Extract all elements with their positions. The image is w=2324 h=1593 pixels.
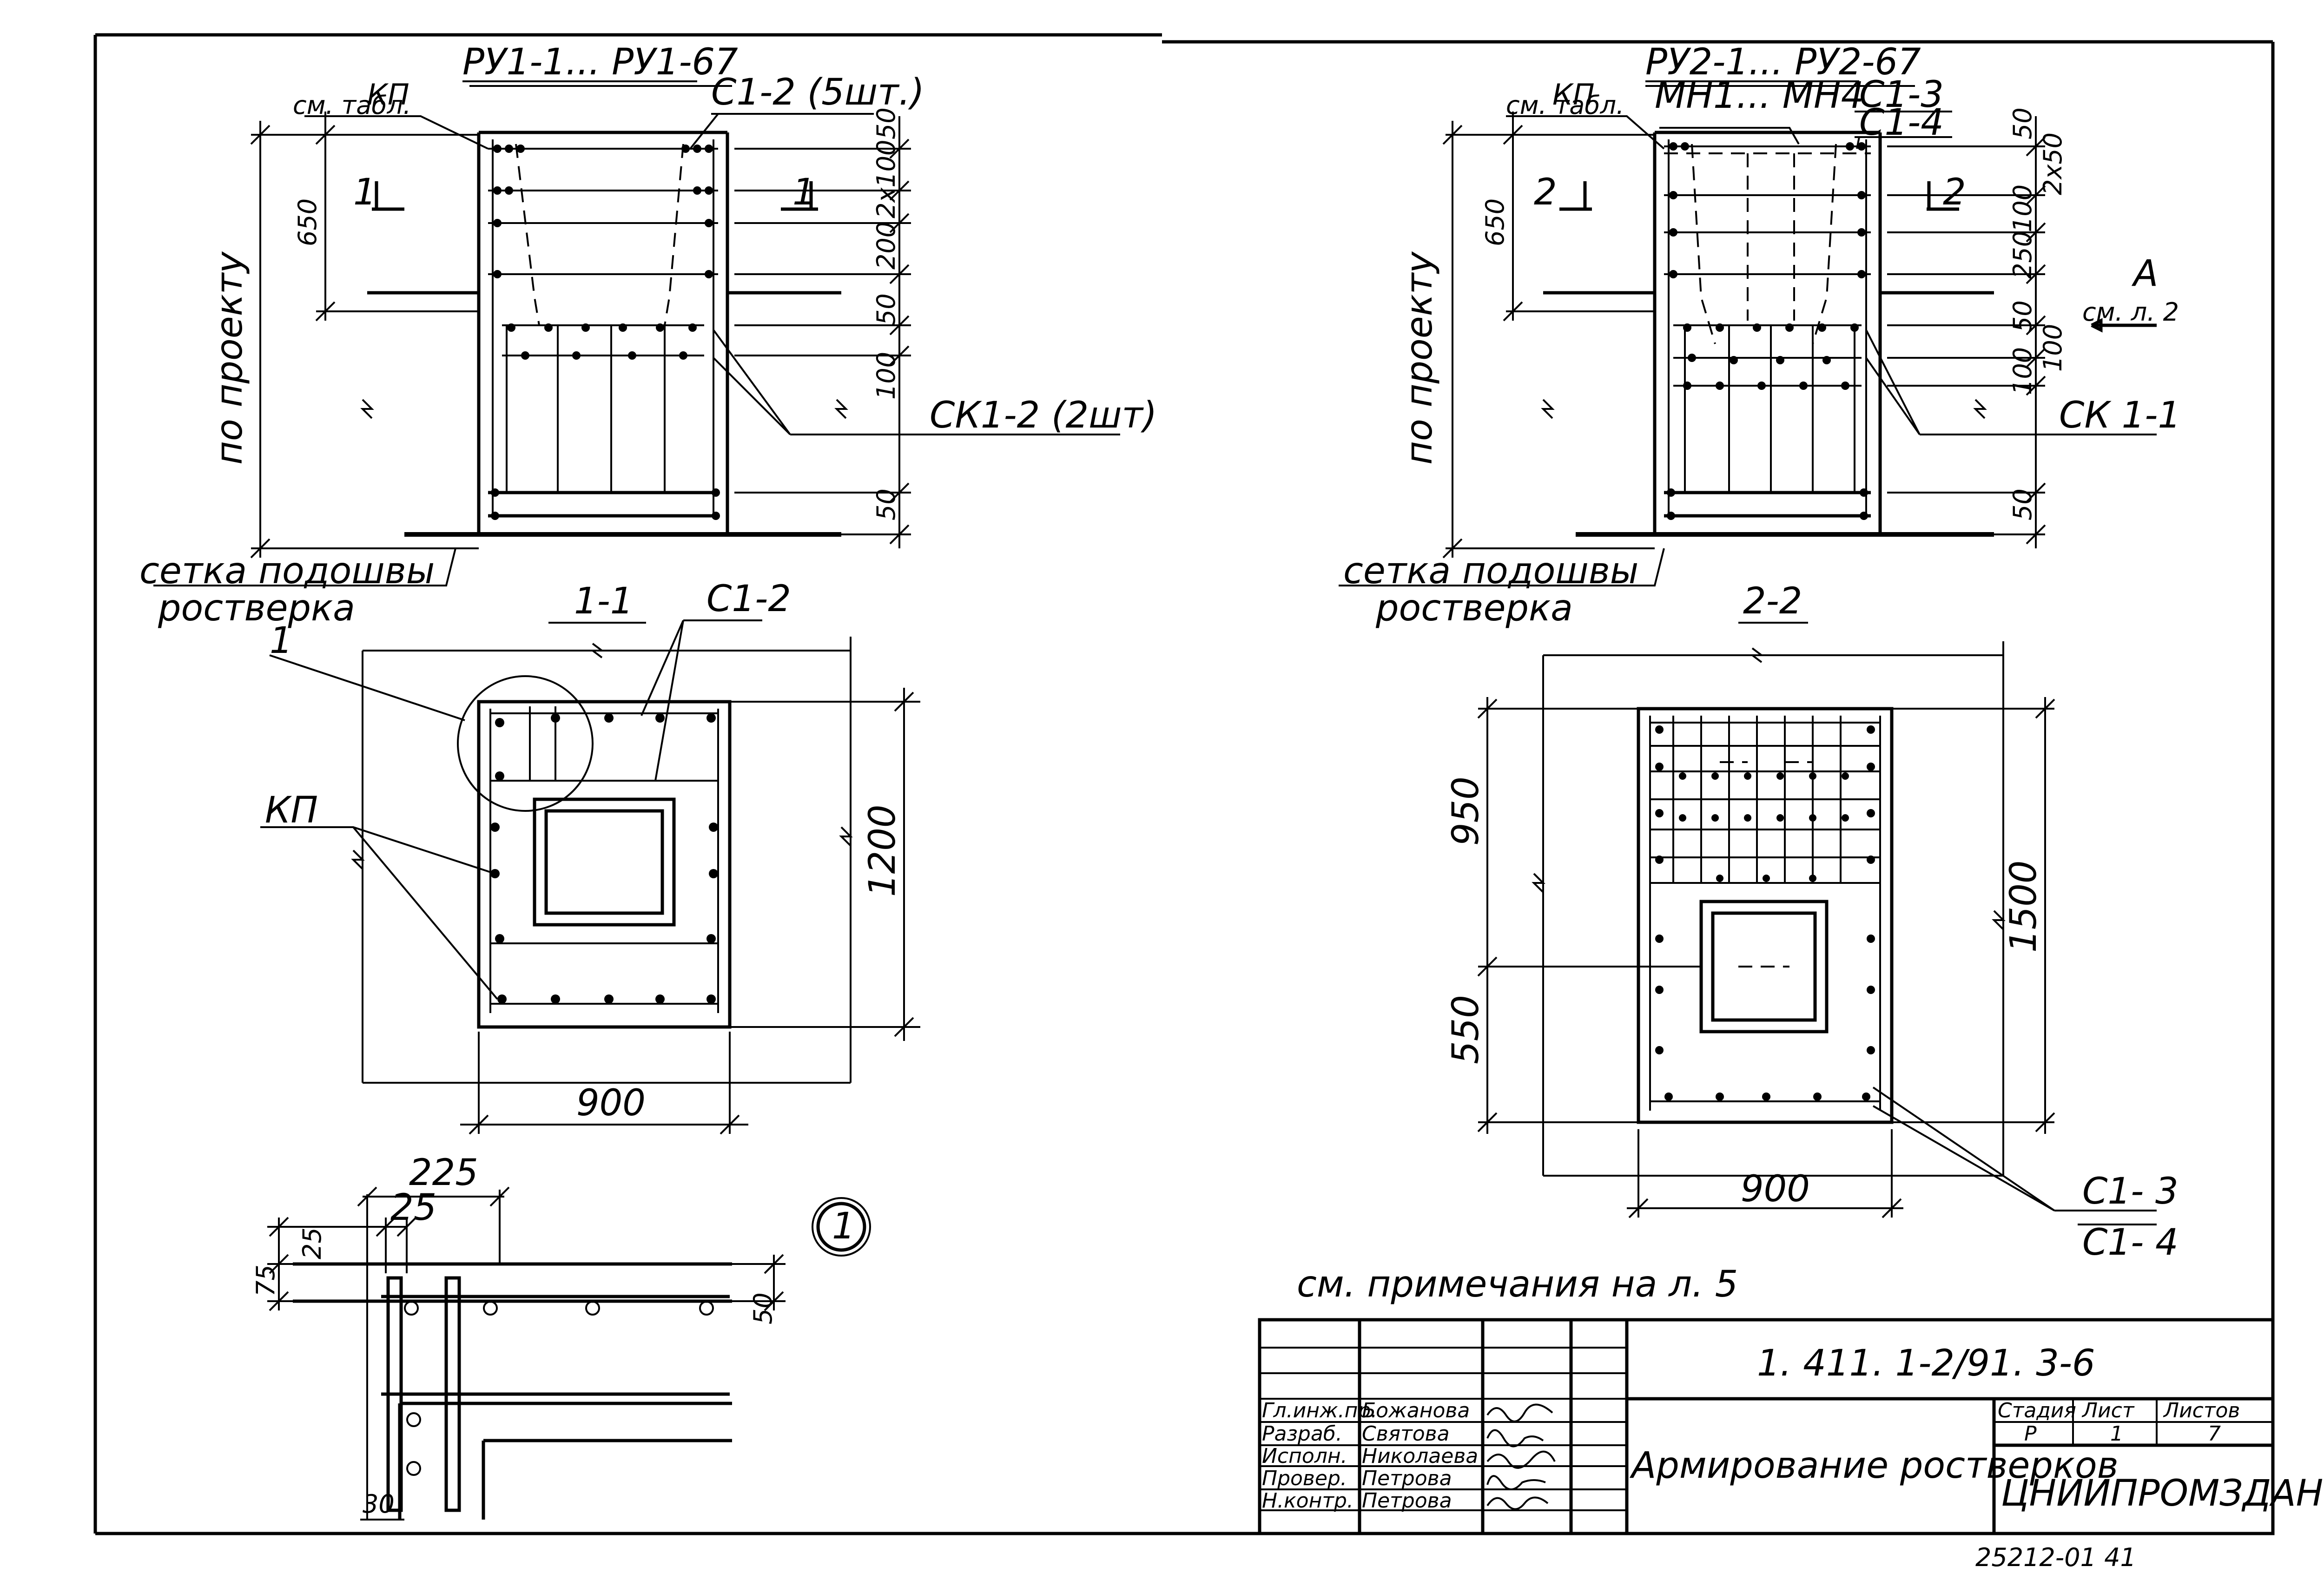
left-mesh: С1-2 (5шт.)	[711, 72, 924, 113]
person-5: Петрова	[1362, 1489, 1452, 1513]
role-4: Провер.	[1262, 1467, 1347, 1490]
right-title: РУ2-1... РУ2-67	[1645, 41, 1921, 83]
section-1-1	[260, 619, 920, 1135]
section2-dim-1500: 1500	[2003, 860, 2045, 953]
stage-header: Стадия	[1998, 1399, 2076, 1422]
right-dim-50b: 50	[2008, 300, 2037, 332]
sheet-value: 1	[2110, 1422, 2123, 1446]
sheets-header: Листов	[2163, 1399, 2240, 1422]
left-section-mark: 1	[353, 171, 376, 213]
left-dim-200: 200	[872, 222, 901, 270]
detail-dim-25a: 25	[297, 1227, 327, 1259]
sheets-value: 7	[2208, 1422, 2221, 1446]
left-dim-50c: 50	[872, 488, 901, 520]
section2-dim-900: 900	[1741, 1168, 1810, 1210]
left-dim-50a: 50	[872, 107, 901, 139]
note-text: см. примечания на л. 5	[1297, 1264, 1738, 1305]
section-1-1-labels: 1-1 С1-2 КП 1 1200 900	[265, 578, 904, 1124]
right-view-a: А	[2131, 253, 2158, 295]
signatures	[1486, 1403, 1556, 1510]
right-ck: СК 1-1	[2059, 395, 2181, 436]
right-mesh-b: С1-4	[1859, 102, 1944, 144]
section1-dim-900: 900	[576, 1082, 646, 1124]
organization: ЦНИИПРОМЗДАНИЙ	[2001, 1471, 2324, 1514]
right-dim-50a: 50	[2008, 107, 2037, 139]
section-2-2-labels: 2-2 950 550 1500 900 С1- 3 С1- 4	[1445, 580, 2179, 1264]
role-1: Гл.инж.пр.	[1262, 1399, 1377, 1422]
drawing-code: 1. 411. 1-2/91. 3-6	[1757, 1343, 2095, 1384]
right-dim-50c: 50	[2008, 488, 2037, 520]
detail-dim-25b: 25	[390, 1187, 436, 1229]
left-dim-2x100: 2х100	[872, 140, 901, 218]
person-4: Петрова	[1362, 1467, 1452, 1490]
section2-dim-950: 950	[1445, 777, 1487, 846]
right-mn: МН1... МН4	[1655, 75, 1864, 117]
detail-1	[267, 1186, 871, 1521]
left-sm-tabl: см. табл.	[293, 91, 411, 120]
left-section-mark-right: 1	[792, 171, 816, 213]
right-view-a-ref: см. л. 2	[2082, 297, 2179, 327]
right-dim-250: 250	[2008, 231, 2037, 279]
role-3: Исполн.	[1262, 1444, 1347, 1468]
detail-dim-225: 225	[409, 1152, 478, 1194]
section1-kp: КП	[265, 790, 318, 831]
detail-dim-75: 75	[251, 1264, 280, 1297]
section2-dim-550: 550	[1445, 995, 1487, 1064]
section1-mesh: С1-2	[706, 578, 791, 620]
sheet-header: Лист	[2081, 1399, 2135, 1422]
right-section-mark: 2	[1534, 171, 1557, 213]
person-3: Николаева	[1362, 1444, 1478, 1468]
right-dim-100b: 100	[2038, 324, 2067, 372]
right-sm-tabl: см. табл.	[1506, 91, 1624, 120]
detail-dim-30: 30	[363, 1489, 395, 1519]
right-dim-100a: 100	[2008, 184, 2037, 232]
detail-marker: 1	[832, 1205, 855, 1247]
section1-dim-1200: 1200	[862, 804, 904, 897]
left-dim-650: 650	[293, 198, 322, 246]
detail-dim-50: 50	[748, 1292, 778, 1324]
section1-title: 1-1	[574, 580, 633, 622]
left-title: РУ1-1... РУ1-67	[462, 41, 738, 83]
person-1: Божанова	[1362, 1399, 1470, 1422]
section2-mesh-b: С1- 4	[2082, 1222, 2179, 1264]
right-po-proektu: по проекту	[1399, 251, 1440, 465]
detail-1-labels: 225 25 25 75 50 30 1	[251, 1152, 855, 1519]
right-kp: КП	[1552, 78, 1595, 112]
right-elevation-labels: РУ2-1... РУ2-67 МН1... МН4 КП см. табл. …	[1343, 41, 2181, 629]
left-setka-line2: ростверка	[158, 587, 355, 629]
section2-mesh-a: С1- 3	[2082, 1171, 2179, 1212]
left-po-proektu: по проекту	[209, 251, 251, 465]
right-dim-650: 650	[1480, 198, 1510, 246]
left-elevation	[153, 85, 1120, 586]
sheet-frame	[93, 33, 2275, 1535]
title-block-text: 1. 411. 1-2/91. 3-6 Армирование ростверк…	[1262, 1343, 2324, 1572]
title-block	[1258, 1318, 2275, 1535]
right-setka-line2: ростверка	[1375, 587, 1573, 629]
person-2: Святова	[1362, 1422, 1450, 1446]
role-5: Н.контр.	[1262, 1489, 1353, 1513]
archive-number: 25212-01 41	[1975, 1543, 2136, 1572]
stage-value: Р	[2024, 1422, 2037, 1446]
section-2-2	[1477, 641, 2157, 1225]
section2-title: 2-2	[1743, 580, 1802, 622]
left-setka-line1: сетка подошвы	[139, 550, 435, 592]
right-setka-line1: сетка подошвы	[1343, 550, 1638, 592]
right-elevation	[1339, 85, 2157, 586]
left-ck: СК1-2 (2шт)	[930, 395, 1157, 436]
left-dim-50b: 50	[872, 293, 901, 325]
left-dim-100: 100	[872, 352, 901, 400]
role-2: Разраб.	[1262, 1422, 1342, 1446]
section1-callout: 1	[270, 620, 293, 662]
right-dim-100c: 100	[2008, 347, 2037, 395]
left-elevation-labels: РУ1-1... РУ1-67 КП см. табл. С1-2 (5шт.)…	[139, 41, 1157, 629]
right-section-mark-right: 2	[1943, 171, 1966, 213]
right-mesh-a: С1-3	[1859, 74, 1944, 116]
right-dim-2x50: 2х50	[2038, 132, 2067, 195]
drawing-name: Армирование ростверков	[1629, 1445, 2119, 1487]
left-kp: КП	[367, 78, 409, 112]
